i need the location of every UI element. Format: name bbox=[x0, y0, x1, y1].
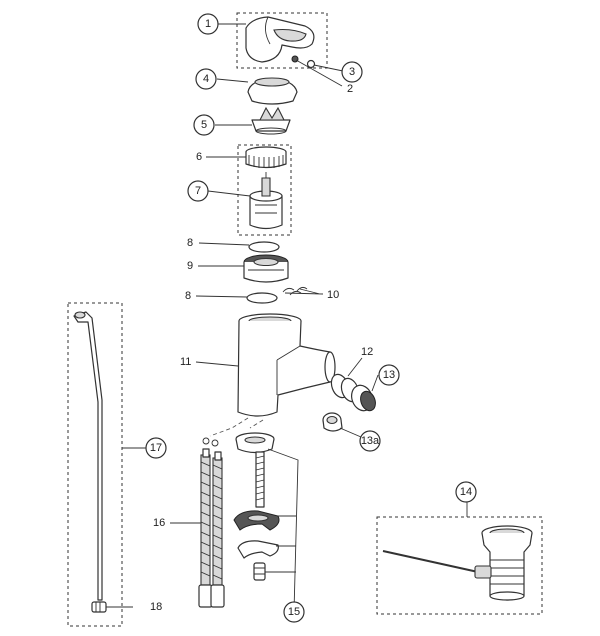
callout-8-lower: 8 bbox=[185, 290, 191, 302]
cartridge-base-part bbox=[243, 254, 289, 283]
o-ring-upper-part bbox=[248, 241, 280, 253]
lift-rod-group-box bbox=[67, 302, 123, 627]
callout-9: 9 bbox=[187, 260, 193, 272]
callout-15: 15 bbox=[283, 601, 305, 623]
rod-connector-part bbox=[91, 601, 107, 613]
screw-cap-part bbox=[306, 59, 316, 69]
mounting-washer-part bbox=[235, 432, 275, 454]
flexible-hoses-part bbox=[198, 448, 225, 608]
threaded-stud-part bbox=[255, 451, 265, 508]
callout-13a: 13a bbox=[359, 430, 381, 452]
callout-1: 1 bbox=[197, 13, 219, 35]
svg-text:17: 17 bbox=[150, 442, 162, 454]
callout-4: 4 bbox=[195, 68, 217, 90]
callout-6: 6 bbox=[196, 151, 202, 163]
svg-text:5: 5 bbox=[201, 119, 207, 131]
callout-10: 10 bbox=[327, 289, 339, 301]
body-hole-dashes bbox=[209, 417, 264, 437]
spline-adapter-part bbox=[251, 106, 291, 135]
svg-text:1: 1 bbox=[205, 18, 211, 30]
aerator-part bbox=[351, 384, 376, 412]
mounting-nut-part bbox=[253, 562, 266, 581]
cartridge-group-box bbox=[237, 144, 292, 236]
svg-text:7: 7 bbox=[195, 185, 201, 197]
small-ring-right bbox=[211, 439, 219, 447]
handle-group-box bbox=[236, 12, 328, 69]
small-seals-part bbox=[282, 286, 308, 296]
horseshoe-washer-part bbox=[233, 510, 280, 531]
cartridge-part bbox=[249, 172, 283, 230]
callout-3: 3 bbox=[341, 61, 363, 83]
retaining-nut-part bbox=[245, 146, 287, 169]
lever-handle-part bbox=[245, 16, 315, 63]
aerator-insert-part bbox=[322, 412, 343, 432]
callout-13: 13 bbox=[378, 364, 400, 386]
svg-text:14: 14 bbox=[460, 486, 472, 498]
leader-lines bbox=[106, 23, 468, 613]
callout-5: 5 bbox=[193, 114, 215, 136]
callout-2: 2 bbox=[347, 83, 353, 95]
callout-11: 11 bbox=[180, 356, 191, 368]
callout-12: 12 bbox=[361, 346, 373, 358]
callout-17: 17 bbox=[145, 437, 167, 459]
callout-18: 18 bbox=[150, 601, 162, 613]
waste-group-box bbox=[376, 516, 543, 615]
svg-text:15: 15 bbox=[288, 606, 300, 618]
svg-text:13a: 13a bbox=[361, 435, 380, 447]
small-ring-left bbox=[202, 437, 210, 445]
callout-14: 14 bbox=[455, 481, 477, 503]
clamp-plate-part bbox=[237, 540, 279, 559]
svg-text:3: 3 bbox=[349, 66, 355, 78]
svg-text:4: 4 bbox=[203, 73, 209, 85]
callout-8-upper: 8 bbox=[187, 237, 193, 249]
faucet-body-part bbox=[237, 313, 336, 417]
callout-7: 7 bbox=[187, 180, 209, 202]
cover-cap-part bbox=[247, 77, 298, 105]
waste-fitting-part bbox=[382, 525, 533, 601]
callout-16: 16 bbox=[153, 517, 165, 529]
lift-rod-part bbox=[73, 311, 103, 601]
o-ring-lower-part bbox=[246, 292, 278, 304]
svg-text:13: 13 bbox=[383, 369, 395, 381]
